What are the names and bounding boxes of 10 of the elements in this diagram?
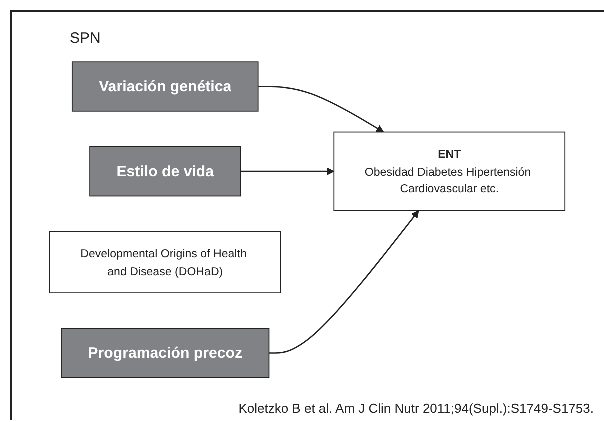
node-box: Programación precoz [61,328,270,378]
group-label: SPN [70,30,101,47]
node-box: ENT Obesidad Diabetes Hipertensión Cardiovascular etc. [334,132,566,212]
node-box: Estilo de vida [90,146,242,197]
node-box: Developmental Origins of Health and Disease (DOHaD) [49,231,282,294]
arrow [269,210,420,354]
citation-caption: Koletzko B et al. Am J Clin Nutr 2011;94(Supl.):S1749-S1753. [238,401,594,416]
arrow [240,168,334,176]
arrow [258,86,384,133]
node-box: Variación genética [72,62,259,112]
